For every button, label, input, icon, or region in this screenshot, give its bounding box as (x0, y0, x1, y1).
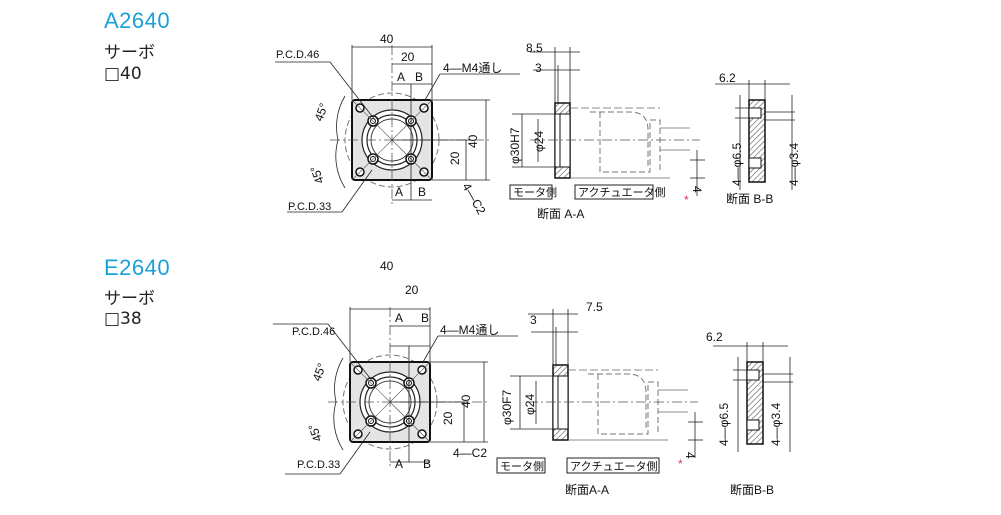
counterbore-hole (368, 418, 374, 424)
drawing-e2640 (273, 307, 793, 475)
dimension-line (422, 335, 439, 363)
dim-note: 4 (683, 452, 697, 459)
dim-half-width: 20 (401, 50, 415, 64)
dim-flange-thickness: 3 (535, 61, 542, 75)
dim-width: 40 (380, 259, 394, 273)
label-a: A (395, 311, 403, 325)
dim-holes: 4—M4通し (440, 323, 499, 337)
dim-chamfer: 4—C2 (453, 446, 487, 460)
label-b: B (421, 311, 429, 325)
dim-bore: φ30H7 (508, 127, 522, 164)
section-aa-label: 断面 A-A (537, 206, 584, 221)
dim-thickness: 6.2 (719, 71, 736, 85)
dim-inner: φ24 (523, 394, 537, 415)
flange-recess (554, 113, 561, 168)
actuator-outline (590, 111, 661, 173)
dim-half-width: 20 (405, 283, 419, 297)
section-aa-label: 断面A-A (565, 482, 609, 497)
drawing-a2640 (275, 45, 795, 213)
counterbore-hole (370, 156, 376, 162)
cbore-cut (746, 419, 760, 431)
dim-angle: 45° (307, 164, 326, 186)
dimension-line (341, 169, 373, 213)
dim-height: 40 (459, 394, 473, 408)
actuator-side-label: アクチュエータ側 (570, 460, 657, 473)
actuator-outline (588, 373, 659, 435)
dim-holes: 4—M4通し (443, 61, 502, 75)
dim-hole: 4—φ3.4 (787, 143, 801, 186)
dim-half-height: 20 (448, 151, 462, 165)
counterbore-hole (368, 380, 374, 386)
note-mark: * (684, 193, 689, 207)
section-bb-label: 断面B-B (730, 482, 774, 497)
flange-recess (552, 375, 559, 430)
angle-arc (333, 357, 344, 451)
actuator-side-label: アクチュエータ側 (578, 186, 665, 199)
dimension-line (391, 99, 433, 141)
dim-angle: 45° (305, 422, 324, 444)
dimension-line (424, 73, 441, 101)
dimension-line (349, 361, 391, 403)
dimension-line (389, 361, 431, 403)
dimension-line (351, 99, 393, 141)
dimension-line (327, 323, 374, 383)
model-name: A2640 (104, 8, 171, 33)
dim-height: 40 (466, 134, 480, 148)
angle-arc (335, 95, 346, 189)
dim-flange-length: 8.5 (526, 41, 543, 55)
dim-cbore: 4—φ6.5 (730, 143, 744, 186)
label-a: A (397, 70, 405, 84)
dim-pcd-outer: P.C.D.46 (276, 49, 319, 61)
cbore-cut (748, 107, 762, 119)
dim-flange-length: 7.5 (586, 300, 603, 314)
dim-pcd-inner: P.C.D.33 (288, 201, 331, 213)
dimension-line (351, 139, 393, 181)
dimension-line (391, 139, 433, 181)
section-bb-label: 断面 B-B (726, 191, 773, 206)
dimension-line (389, 401, 431, 443)
dim-angle: 45° (310, 361, 329, 383)
cbore-cut (746, 369, 760, 381)
cbore-cut (748, 157, 762, 169)
counterbore-hole (370, 118, 376, 124)
dim-note: 4 (690, 186, 704, 193)
dim-hole: 4—φ3.4 (769, 403, 783, 446)
label-b: B (415, 70, 423, 84)
label-a: A (395, 457, 403, 471)
label-b: B (418, 185, 426, 199)
dim-chamfer: 4—C2 (459, 181, 488, 218)
dim-bore: φ30F7 (500, 390, 514, 425)
dim-cbore: 4—φ6.5 (717, 403, 731, 446)
dimension-line (329, 61, 376, 121)
model-type: サーボ (104, 43, 155, 63)
model-name: E2640 (104, 255, 171, 280)
label-a: A (395, 185, 403, 199)
motor-side-label: モータ側 (513, 186, 557, 199)
dim-inner: φ24 (532, 131, 546, 152)
dim-pcd-inner: P.C.D.33 (297, 459, 340, 471)
labels-e2640: 40 20 A B 4—M4通し P.C.D.46 P.C.D.33 45° 4… (292, 259, 783, 497)
dim-half-height: 20 (441, 411, 455, 425)
label-b: B (423, 457, 431, 471)
dim-flange-thickness: 3 (530, 313, 537, 327)
dim-angle: 45° (312, 101, 331, 123)
model-size: □38 (104, 309, 142, 329)
dimension-line (339, 431, 371, 475)
model-type: サーボ (104, 289, 155, 309)
dim-thickness: 6.2 (706, 330, 723, 344)
dim-width: 40 (380, 32, 394, 46)
model-size: □40 (104, 64, 142, 84)
note-mark: * (678, 457, 683, 471)
motor-side-label: モータ側 (500, 460, 544, 473)
dim-pcd-outer: P.C.D.46 (292, 326, 335, 338)
dimension-line (349, 401, 391, 443)
